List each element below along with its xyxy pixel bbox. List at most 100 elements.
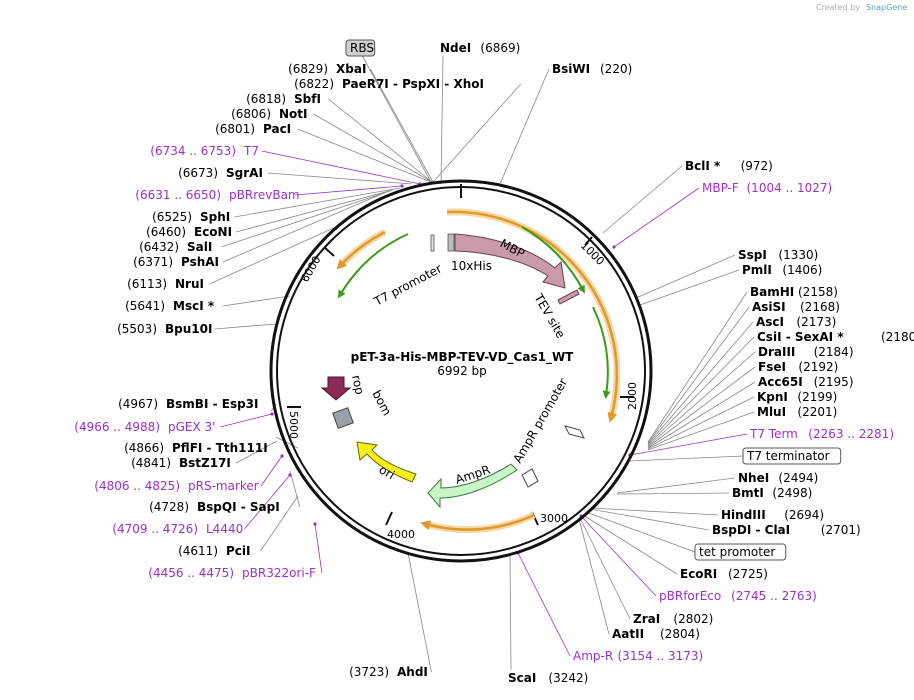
site-name: DraIII bbox=[758, 345, 795, 359]
leader-line bbox=[509, 554, 512, 671]
site-box bbox=[742, 447, 842, 465]
site-name: PshAI bbox=[181, 255, 219, 269]
site-position: (2173) bbox=[796, 315, 836, 329]
leader-line bbox=[313, 113, 433, 183]
leader-line bbox=[647, 336, 755, 446]
site-asci: AscI(2173) bbox=[756, 315, 836, 329]
site-position: (4611) bbox=[178, 544, 218, 558]
site-ampr_primer: Amp-R(3154 .. 3173) bbox=[573, 649, 703, 663]
site-kpni: KpnI (2199) bbox=[757, 390, 837, 404]
leader-line bbox=[590, 507, 719, 516]
site-position: (6460) bbox=[146, 225, 186, 239]
bom-feature bbox=[332, 407, 354, 429]
site-position: (2168) bbox=[800, 300, 840, 314]
site-name: PflFI - Tth111I bbox=[172, 441, 268, 455]
site-name: XbaI bbox=[336, 62, 366, 76]
site-name: pRS-marker bbox=[188, 479, 259, 493]
site-pflfi: (4866) PflFI - Tth111I bbox=[124, 441, 268, 455]
site-bsmbi: (4967)BsmBI - Esp3I bbox=[118, 397, 258, 411]
site-position: (4866) bbox=[124, 441, 164, 455]
site-t7: (6734 .. 6753)T7 bbox=[150, 144, 259, 158]
site-position: (2158) bbox=[798, 285, 838, 299]
leader-line bbox=[289, 470, 301, 508]
site-sbfi: (6818)SbfI bbox=[246, 92, 321, 106]
site-bcli: BclI *(972) bbox=[685, 159, 773, 173]
site-name: CsiI - SexAI * bbox=[757, 330, 844, 344]
site-ecori: EcoRI(2725) bbox=[680, 567, 768, 581]
leader-line bbox=[647, 291, 748, 443]
site-position: (2802) bbox=[673, 612, 713, 626]
site-sgrai: (6673)SgrAI bbox=[178, 166, 263, 180]
site-position: (3723) bbox=[349, 665, 389, 679]
site-name: KpnI bbox=[757, 390, 788, 404]
leader-line bbox=[647, 366, 756, 448]
leader-line bbox=[407, 552, 432, 673]
site-name: MluI bbox=[757, 405, 786, 419]
site-csii: CsiI - SexAI *(2180) bbox=[757, 330, 914, 344]
leader-line bbox=[220, 413, 273, 428]
site-name: SspI bbox=[738, 248, 767, 262]
site-name: NdeI bbox=[440, 41, 471, 55]
site-bspdi: BspDI - ClaI(2701) bbox=[712, 523, 861, 537]
leader-line bbox=[314, 523, 323, 574]
ori-feature bbox=[356, 441, 417, 483]
leader-line bbox=[260, 455, 283, 487]
site-position: (1406) bbox=[782, 263, 822, 277]
leader-line bbox=[499, 68, 550, 185]
primer-mark bbox=[288, 473, 292, 477]
leader-line bbox=[222, 192, 385, 263]
site-mlui: MluI(2201) bbox=[757, 405, 837, 419]
site-position: (220) bbox=[600, 62, 632, 76]
label-ori: ori bbox=[377, 462, 398, 482]
leader-line bbox=[260, 495, 299, 552]
site-position: (2701) bbox=[821, 523, 861, 537]
leader-line bbox=[589, 508, 710, 531]
primer-mark bbox=[270, 412, 274, 416]
leader-line bbox=[328, 98, 433, 183]
primer-mark bbox=[313, 522, 317, 526]
site-position: (6801) bbox=[215, 122, 255, 136]
site-name: pBRrevBam bbox=[229, 188, 300, 202]
site-position: (2199) bbox=[797, 390, 837, 404]
site-bmti: BmtI(2498) bbox=[732, 486, 812, 500]
leader-line bbox=[579, 517, 631, 620]
label-10xhis: 10xHis bbox=[451, 259, 492, 273]
leader-line bbox=[647, 381, 756, 449]
site-position: (1004 .. 1027) bbox=[747, 181, 833, 195]
leader-line bbox=[222, 295, 291, 307]
site-position: (4728) bbox=[149, 500, 189, 514]
leader-line bbox=[585, 511, 696, 553]
tick-5000: 5000 bbox=[287, 411, 300, 439]
leader-line bbox=[639, 269, 740, 306]
site-ahdi: (3723)AhdI bbox=[349, 665, 428, 679]
site-position: (4456 .. 4475) bbox=[148, 566, 234, 580]
site-name: NheI bbox=[738, 471, 769, 485]
site-name: BstZ17I bbox=[179, 456, 231, 470]
site-position: (5503) bbox=[117, 322, 157, 336]
site-position: (6525) bbox=[152, 210, 192, 224]
site-sspi: SspI(1330) bbox=[738, 248, 818, 262]
leader-line bbox=[370, 68, 434, 183]
site-name: AsiSI bbox=[752, 300, 786, 314]
tick-4000: 4000 bbox=[387, 528, 415, 541]
site-name: Amp-R bbox=[573, 649, 613, 663]
site-position: (6734 .. 6753) bbox=[150, 144, 236, 158]
site-name: FseI bbox=[758, 360, 786, 374]
site-position: (2694) bbox=[784, 508, 824, 522]
site-sphi: (6525)SphI bbox=[152, 210, 230, 224]
leader-line bbox=[647, 321, 754, 445]
site-name: PaeR7I - PspXI - XhoI bbox=[342, 77, 484, 91]
site-name: Bpu10I bbox=[165, 322, 212, 336]
site-zrai: ZraI(2802) bbox=[633, 612, 713, 626]
site-name: BamHI bbox=[750, 285, 794, 299]
site-noti: (6806)NotI bbox=[231, 107, 307, 121]
leader-line bbox=[236, 440, 278, 464]
site-position: (4966 .. 4988) bbox=[74, 420, 160, 434]
site-position: (6631 .. 6650) bbox=[135, 188, 221, 202]
feature-arcs bbox=[336, 208, 621, 534]
site-xbai: (6829)XbaI bbox=[288, 62, 366, 76]
primer-mark bbox=[400, 184, 404, 188]
site-position: (4841) bbox=[131, 456, 171, 470]
leader-line bbox=[214, 323, 277, 330]
leader-line bbox=[261, 150, 421, 185]
